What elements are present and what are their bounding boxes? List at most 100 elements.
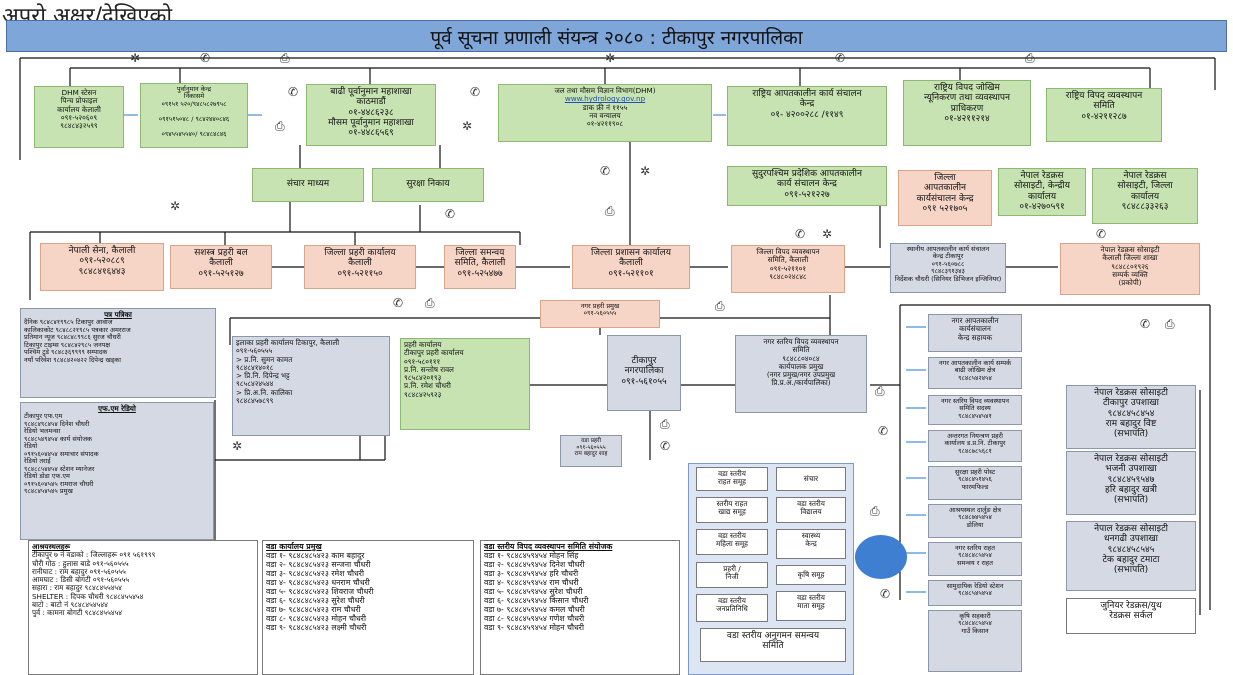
panel-item-9: वडा स्तरीय जनप्रतिनिधि	[696, 594, 768, 622]
satellite-icon: ✲	[822, 227, 833, 241]
ward-office-row: वडा ८- ९८४८४८५४२३ मोहन चौधरी	[266, 613, 366, 623]
dhm-tollfree: डाक फ्री नं ११५५	[582, 102, 628, 112]
fm-radio-box: एफ.एम रेडियो टीकापुर एफ.एम ९८४८४९८४५४ दि…	[20, 402, 214, 540]
ward-dmc-heading: वडा स्तरीय विपद व्यवस्थापन समिति संयोजक	[484, 542, 613, 551]
ward-dmc-box: वडा स्तरीय विपद व्यवस्थापन समिति संयोजक …	[480, 540, 680, 675]
communication-box: संचार माध्यम	[252, 168, 364, 202]
satellite-icon: ✲	[640, 164, 651, 178]
phone-icon: ✆	[445, 207, 456, 221]
shelter-heading: आश्रयस्थलहरू	[32, 542, 71, 551]
ward-dmc-row: वडा ५- ९८४८४५९४५४ सुरेश चौधरी	[484, 586, 583, 596]
fax-icon: ⎙	[280, 51, 290, 65]
ward-dmc-row: वडा ३- ९८४८४५९४५४ हरि चौधरी	[484, 568, 579, 578]
district-police-box: जिल्ला प्रहरी कार्यालय कैलाली ०९१-५२११५०	[304, 245, 416, 289]
ward-office-heading: वडा कार्यालय प्रमुख	[266, 542, 322, 551]
redcross-center-box: नेपाल रेडक्रस सोसाइटी, केन्द्रीय कार्याल…	[998, 168, 1086, 216]
redcross-dhangadhi-box: नेपाल रेडक्रस सोसाइटी धनगढी उपशाखा ९८४८४…	[1066, 521, 1196, 591]
ward-office-row: वडा ६- ९८४८४८५४२३ सुरेश चौधरी	[266, 595, 365, 605]
shelter-row: सहारा : राम बहादुर ९८४८४५५४५४	[32, 583, 122, 593]
panel-item-4: वडा स्तरीय विद्यालय	[776, 497, 846, 523]
ward-office-row: वडा ४- ९८४८४८५४२३ धनराम चौधरी	[266, 577, 370, 587]
phone-icon: ✆	[470, 85, 481, 99]
police-area-box: इलाका प्रहरी कार्यालय टिकापुर, कैलाली ०९…	[232, 336, 390, 436]
shelter-row: चौरी गोठ : हुलास बाडे ०९१-५६०५५५	[32, 558, 129, 568]
municipal-dmc-box: नगर स्तरिय विपद व्यवस्थापन समिति ९८४८८०४…	[735, 335, 867, 413]
dhm-title: जल तथा मौसम विज्ञान विभाग(DHM)	[554, 86, 656, 95]
ward-right-box-5: आश्रयस्थल दार्लुङ क्षेत्र ९८४८७४५४५४ डोल…	[928, 504, 1022, 538]
flood-center-box: पुर्वानुमान केन्द्र निकासमे ०९१५१ ५२०/९४…	[140, 83, 248, 148]
ward-right-box-2: नगर स्तरिय विपद व्यवस्थापन समिति सदस्य ९…	[928, 395, 1022, 425]
fax-icon: ⎙	[870, 504, 880, 518]
ward-office-row: वडा ३- ९८४८४८५४२३ रमेश चौधरी	[266, 568, 364, 578]
phone-icon: ✆	[200, 51, 211, 65]
panel-item-1: वडा स्तरीय राहत समूह	[696, 467, 768, 491]
phone-icon: ✆	[795, 227, 806, 241]
district-coordination-committee-box: जिल्ला समन्वय समिति, कैलाली ०९१-५२५४७७	[444, 245, 516, 289]
panel-item-6: स्वास्थ्य केन्द्र	[776, 529, 846, 559]
shelter-row: बाटो : बाटो नं ९८४८४५४५४४	[32, 599, 108, 609]
ward-right-box-7: सामुदायिक रेडियो स्टेशन ९८४८५४५४५४	[928, 580, 1022, 606]
satellite-icon: ✲	[232, 439, 243, 453]
shelter-row: टीकापुर ७ नं वडाको : जिल्लाहरू ०९१ ५६१९९…	[32, 550, 156, 560]
ward-office-row: वडा ७- ९८४८४८५४२३ राम चौधरी	[266, 604, 361, 614]
ward-right-box-8: कृषि सहकारी ९८४८४८५४५४ गाउँ किसान	[928, 610, 1022, 672]
satellite-icon: ✲	[170, 199, 181, 213]
fm-radio-heading: एफ.एम रेडियो	[98, 404, 136, 413]
panel-item-2: संचार	[776, 467, 846, 491]
ward-office-row: वडा ५- ९८४८४८५४२३ शिवराज चौधरी	[266, 586, 374, 596]
fax-icon: ⎙	[660, 417, 670, 431]
national-disaster-committee-box: राष्ट्रिय विपद व्यवस्थापन समिति ०१-४२११२…	[1046, 88, 1162, 142]
redcross-district-box: नेपाल रेडक्रस सोसाइटी, जिल्ला कार्यालय ९…	[1092, 168, 1198, 224]
district-eoc-box: जिल्ला आपतकालीन कार्यसंचालन केन्द्र ०९१ …	[898, 170, 992, 226]
police-dept-box: प्रहरी कार्यालय टीकापुर प्रहरी कार्यालय …	[400, 338, 530, 430]
fax-icon: ⎙	[1165, 317, 1175, 331]
national-eoc-box: राष्ट्रिय आपतकालीन कार्य संचालन केन्द्र …	[727, 86, 887, 146]
phone-icon: ✆	[288, 85, 299, 99]
emergency-team-box: नगर आपतकालीन कार्यसंचालन केन्द्र सहायक	[928, 314, 1022, 352]
district-admin-box: जिल्ला प्रशासन कार्यालय कैलाली ०९१-५२११०…	[572, 245, 690, 289]
panel-bottom-box: वडा स्तरीय अनुगमन समन्वय समिति	[700, 628, 846, 662]
fax-icon: ⎙	[1025, 51, 1035, 65]
panel-item-5: वडा स्तरीय महिला समूह	[696, 529, 768, 555]
fax-icon: ⎙	[715, 299, 725, 313]
security-agencies-box: सुरक्षा निकाय	[372, 168, 484, 202]
panel-item-8: कृषि समूह	[776, 565, 846, 585]
province-eoc-box: सुदुरपश्चिम प्रदेशिक आपतकालीन कार्य संचा…	[727, 166, 887, 206]
blue-oval-node	[855, 535, 907, 579]
fm-radio-body: टीकापुर एफ.एम ९८४८४९८४५४ दिनेश चौधरी रेड…	[24, 412, 99, 495]
ward-dmc-row: वडा ७- ९८४८४५९४५४ कमल चौधरी	[484, 604, 585, 614]
ward-right-box-3: अन्तरगत नियन्त्रण प्रहरी कार्यालय ड.प्र.…	[928, 430, 1022, 462]
ward-dmc-row: वडा २- ९८४८४५९४५४ दिनेश चौधरी	[484, 559, 585, 569]
tikapur-municipality-box: टीकापुर नगरपालिका ०९१-५६१०५५	[607, 335, 681, 411]
phone-icon: ✆	[880, 587, 891, 601]
phone-icon: ✆	[660, 439, 671, 453]
ndrrma-box: राष्ट्रिय विपद जोखिम न्यूनिकरण तथा व्यवस…	[903, 80, 1031, 146]
ward-dmc-row: वडा १- ९८४८४५९४५४ मोहन सिंह	[484, 550, 579, 560]
local-eoc-box: स्थानीय आपतकालीन कार्य संचालन केन्द्र टी…	[890, 243, 1006, 293]
dhm-station-box: DHM स्टेसन पिन्च प्रोफाइल कार्यालय केलाल…	[34, 86, 124, 148]
shelter-row: SHELTER : दिपक चौधरी ९८४८४५५४५४	[32, 591, 144, 601]
ward-office-row: वडा २- ९८४८४८५४२३ सन्जना चौधरी	[266, 559, 371, 569]
ward-dmc-row: वडा ९- ९८४८४५९४५४ मोहन चौधरी	[484, 622, 584, 632]
media-list-heading: पत्र पत्रिका	[104, 310, 132, 319]
shelter-row: आमघाट : डिसी बोगटी ०९१-५६०५५५	[32, 575, 130, 585]
ward-office-box: वडा कार्यालय प्रमुख वडा १- ९८४८४८५४२३ का…	[262, 540, 474, 675]
ward-office-row: वडा १- ९८४८४८५४२३ काम बहादुर	[266, 550, 365, 560]
nepali-army-box: नेपाली सेना, कैलाली ०९१-५२०८८९ ९८४८४१६४४…	[40, 243, 164, 291]
forecast-division-box: बाढी पूर्वानुमान महाशाखा काठमाडौं ०१-४४८…	[306, 84, 436, 146]
redcross-branch-box: नेपाल रेडक्रस सोसाइटी कैलाली जिल्ला शाखा…	[1060, 243, 1200, 295]
ward-right-box-6: नगर स्तरिय राहत ९८४८४८५४५४ समन्वय र राहत	[928, 542, 1022, 576]
district-dmc-box: जिल्ला विपद व्यवस्थापन समिति, कैलाली ०९१…	[731, 245, 845, 293]
fax-icon: ⎙	[425, 296, 435, 310]
shelter-row: रानीघाट : राम बहादुर ०९१-५६०५५५	[32, 566, 126, 576]
dhm-website-link[interactable]: www.hydrology.gov.np	[564, 94, 646, 104]
satellite-icon: ✲	[130, 51, 141, 65]
fax-icon: ⎙	[275, 119, 285, 133]
ward-office-row: वडा ९- ९८४८४८५४२३ लक्ष्मी चौधरी	[266, 622, 367, 632]
phone-icon: ✆	[600, 164, 611, 178]
fax-icon: ⎙	[605, 204, 615, 218]
dhm-line2: नव वन्यालय	[589, 110, 621, 120]
fax-icon: ⎙	[875, 384, 885, 398]
panel-item-7: प्रहरी / निजी	[696, 562, 768, 588]
satellite-icon: ✲	[605, 51, 616, 65]
